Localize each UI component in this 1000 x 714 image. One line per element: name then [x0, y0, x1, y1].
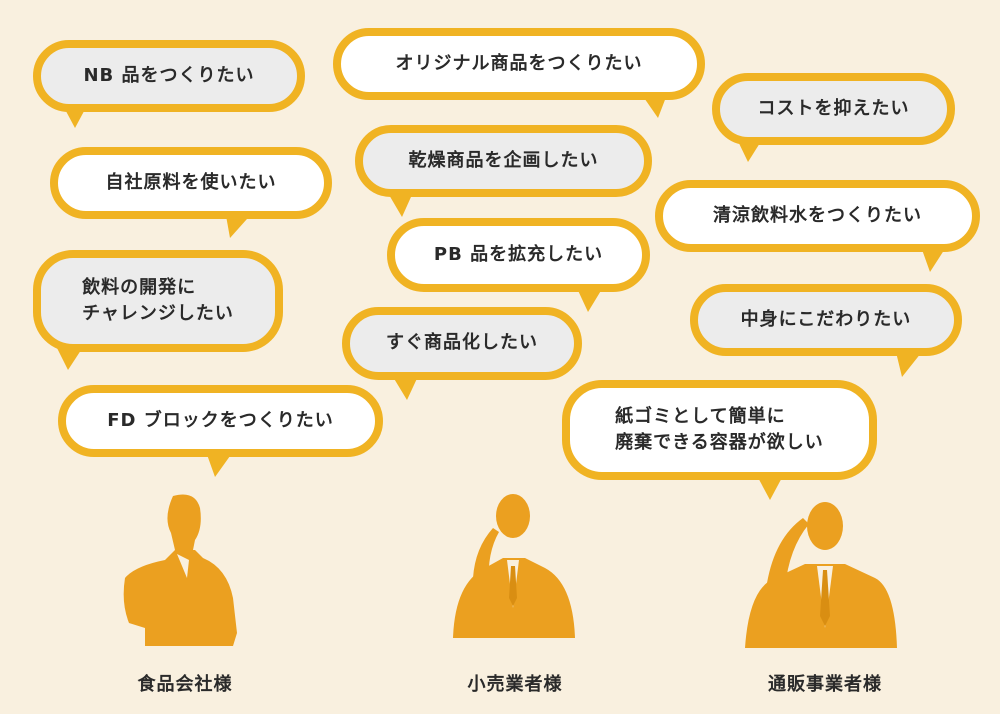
bubble-text: 自社原料を使いたい	[105, 171, 277, 193]
speech-bubble-content-quality: 中身にこだわりたい	[690, 284, 962, 356]
speech-bubble-paper-container: 紙ゴミとして簡単に廃棄できる容器が欲しい	[562, 380, 877, 480]
bubble-text: FD ブロックをつくりたい	[107, 409, 334, 431]
bubble-text: NB 品をつくりたい	[83, 64, 255, 86]
bubble-text-line: 紙ゴミとして簡単に	[615, 405, 786, 427]
customer-label-food-company: 食品会社様	[137, 674, 233, 695]
bubble-text: PB 品を拡充したい	[433, 243, 604, 265]
mail-order-person-icon	[745, 502, 897, 648]
speech-bubble-original-product: オリジナル商品をつくりたい	[333, 28, 705, 100]
speech-bubble-pb-expand: PB 品を拡充したい	[387, 218, 650, 292]
bubble-text: コストを抑えたい	[757, 97, 910, 119]
speech-bubble-soft-drink: 清涼飲料水をつくりたい	[655, 180, 980, 252]
food-company-person-icon	[123, 494, 237, 646]
bubble-text: オリジナル商品をつくりたい	[395, 52, 643, 74]
speech-bubble-quick-commercialize: すぐ商品化したい	[342, 307, 582, 380]
bubble-text: 中身にこだわりたい	[740, 308, 912, 330]
bubble-text-line: チャレンジしたい	[82, 303, 234, 324]
speech-bubble-beverage-development: 飲料の開発にチャレンジしたい	[33, 250, 283, 352]
retailer-person-icon	[453, 494, 575, 638]
speech-bubble-nb-product: NB 品をつくりたい	[33, 40, 305, 112]
bubble-text: 清涼飲料水をつくりたい	[713, 204, 922, 226]
bubble-text-line: 飲料の開発に	[82, 276, 197, 298]
speech-bubble-dried-product: 乾燥商品を企画したい	[355, 125, 652, 197]
customer-label-mail-order: 通販事業者様	[768, 674, 882, 695]
customer-label-retailer: 小売業者様	[467, 674, 563, 695]
bubble-text: 乾燥商品を企画したい	[408, 149, 599, 171]
bubble-text-line: 廃棄できる容器が欲しい	[615, 432, 824, 453]
speech-bubble-reduce-cost: コストを抑えたい	[712, 73, 955, 145]
speech-bubble-own-materials: 自社原料を使いたい	[50, 147, 332, 219]
bubble-text: すぐ商品化したい	[386, 332, 538, 354]
speech-bubble-fd-block: FD ブロックをつくりたい	[58, 385, 383, 457]
